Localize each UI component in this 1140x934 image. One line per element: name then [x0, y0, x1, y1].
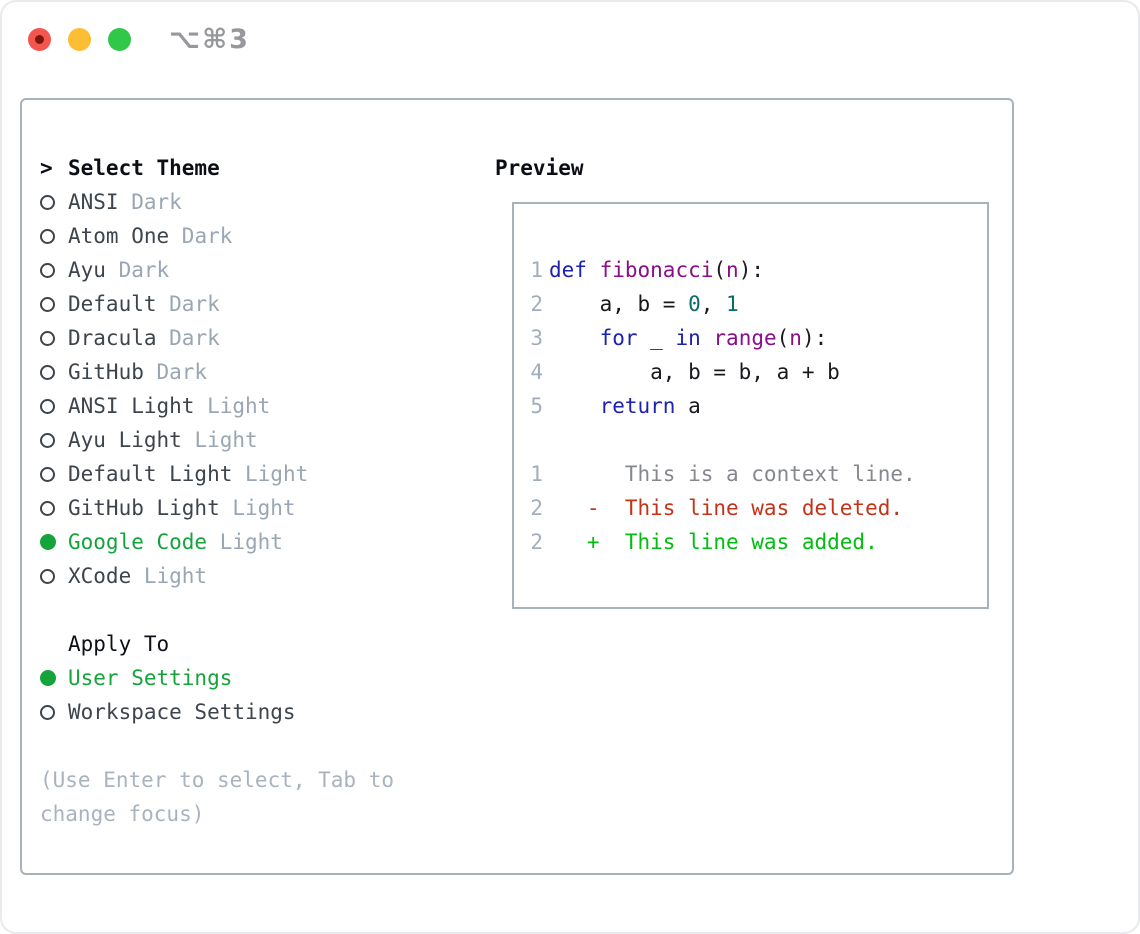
- line-number: 2: [530, 292, 543, 316]
- code-text: a, b = 0, 1: [549, 292, 739, 316]
- apply-option-user-settings[interactable]: User Settings: [40, 661, 444, 695]
- theme-name: ANSI: [68, 190, 119, 214]
- line-number: 1: [530, 258, 543, 282]
- apply-option-workspace-settings[interactable]: Workspace Settings: [40, 695, 444, 729]
- radio-icon: [40, 704, 55, 720]
- theme-option-github[interactable]: GitHub Dark: [40, 355, 444, 389]
- theme-option-default-light[interactable]: Default Light Light: [40, 457, 444, 491]
- apply-option-label: User Settings: [68, 666, 233, 690]
- apply-to-heading: Apply To: [68, 632, 170, 656]
- theme-option-xcode[interactable]: XCode Light: [40, 559, 444, 593]
- radio-icon: [40, 194, 55, 210]
- theme-variant-badge: Dark: [169, 326, 220, 350]
- theme-option-google-code[interactable]: Google Code Light: [40, 525, 444, 559]
- code-line: 4 a, b = b, a + b: [530, 355, 987, 389]
- line-number: 3: [530, 326, 543, 350]
- theme-option-ayu-light[interactable]: Ayu Light Light: [40, 423, 444, 457]
- theme-name: GitHub: [68, 360, 144, 384]
- code-text: a, b = b, a + b: [549, 360, 840, 384]
- theme-variant-badge: Dark: [131, 190, 182, 214]
- window-shortcut-label: ⌥⌘3: [169, 24, 250, 55]
- maximize-button[interactable]: [108, 28, 131, 51]
- theme-name: Dracula: [68, 326, 157, 350]
- theme-name: Atom One: [68, 224, 170, 248]
- radio-icon: [40, 432, 55, 448]
- radio-selected-icon: [40, 534, 56, 550]
- cursor-marker-icon: >: [40, 156, 53, 180]
- theme-option-github-light[interactable]: GitHub Light Light: [40, 491, 444, 525]
- theme-name: Default: [68, 292, 157, 316]
- close-button-dot-icon: [35, 35, 44, 44]
- line-number: 5: [530, 394, 543, 418]
- theme-name: Google Code: [68, 530, 208, 554]
- code-line: 5 return a: [530, 389, 987, 423]
- theme-variant-badge: Light: [245, 462, 309, 486]
- radio-icon: [40, 398, 55, 414]
- select-theme-title: Select Theme: [68, 156, 220, 180]
- radio-icon: [40, 568, 55, 584]
- theme-option-atom-one[interactable]: Atom One Dark: [40, 219, 444, 253]
- theme-option-ansi-light[interactable]: ANSI Light Light: [40, 389, 444, 423]
- theme-variant-badge: Dark: [156, 360, 208, 384]
- preview-title: Preview: [495, 156, 584, 180]
- line-number: 1: [530, 462, 543, 486]
- theme-variant-badge: Dark: [181, 224, 233, 248]
- radio-icon: [40, 466, 55, 482]
- theme-option-ayu[interactable]: Ayu Dark: [40, 253, 444, 287]
- theme-variant-badge: Light: [194, 428, 258, 452]
- diff-line-added: 2 + This line was added.: [530, 525, 987, 559]
- theme-option-default[interactable]: Default Dark: [40, 287, 444, 321]
- titlebar: ⌥⌘3: [28, 24, 250, 55]
- spacer: [530, 423, 987, 457]
- radio-icon: [40, 228, 55, 244]
- theme-variant-badge: Light: [232, 496, 296, 520]
- radio-icon: [40, 500, 55, 516]
- spacer: [40, 593, 444, 627]
- select-theme-header: > Select Theme: [40, 151, 444, 185]
- radio-selected-icon: [40, 670, 56, 686]
- code-text: def fibonacci(n):: [549, 258, 764, 282]
- theme-name: XCode: [68, 564, 132, 588]
- radio-icon: [40, 330, 55, 346]
- radio-icon: [40, 296, 55, 312]
- theme-option-ansi[interactable]: ANSI Dark: [40, 185, 444, 219]
- code-line: 3 for _ in range(n):: [530, 321, 987, 355]
- diff-text: - This line was deleted.: [549, 496, 904, 520]
- diff-text: + This line was added.: [549, 530, 878, 554]
- theme-name: Ayu Light: [68, 428, 182, 452]
- line-number: 4: [530, 360, 543, 384]
- theme-variant-badge: Light: [219, 530, 283, 554]
- theme-variant-badge: Light: [143, 564, 208, 588]
- close-button[interactable]: [28, 28, 51, 51]
- theme-name: Ayu: [68, 258, 106, 282]
- theme-name: GitHub Light: [68, 496, 220, 520]
- minimize-button[interactable]: [68, 28, 91, 51]
- keyboard-hint: (Use Enter to select, Tab to change focu…: [40, 768, 395, 826]
- radio-icon: [40, 262, 55, 278]
- line-number: 2: [530, 496, 543, 520]
- theme-name: Default Light: [68, 462, 233, 486]
- code-text: return a: [599, 394, 701, 418]
- line-number: 2: [530, 530, 543, 554]
- diff-line-deleted: 2 - This line was deleted.: [530, 491, 987, 525]
- diff-preview: 1 This is a context line.2 - This line w…: [530, 457, 987, 559]
- apply-option-label: Workspace Settings: [68, 700, 296, 724]
- theme-variant-badge: Dark: [169, 292, 220, 316]
- code-line: 2 a, b = 0, 1: [530, 287, 987, 321]
- theme-name: ANSI Light: [68, 394, 195, 418]
- theme-variant-badge: Dark: [118, 258, 170, 282]
- code-text: for _ in range(n):: [599, 326, 828, 350]
- diff-line-context: 1 This is a context line.: [530, 457, 987, 491]
- diff-text: This is a context line.: [549, 462, 916, 486]
- theme-option-dracula[interactable]: Dracula Dark: [40, 321, 444, 355]
- theme-variant-badge: Light: [207, 394, 271, 418]
- radio-icon: [40, 364, 55, 380]
